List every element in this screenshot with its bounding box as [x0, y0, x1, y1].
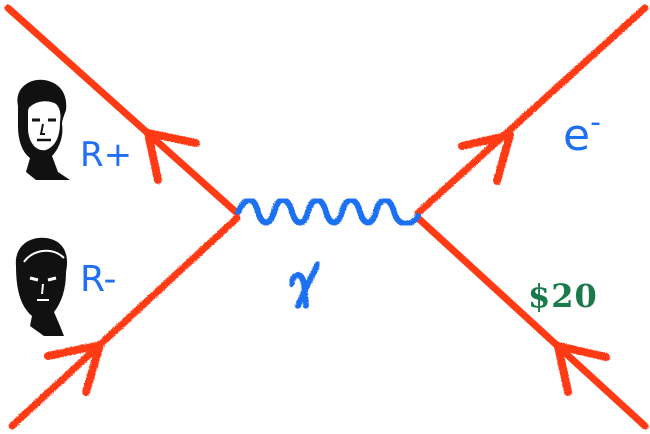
man-portrait-icon: [15, 237, 68, 336]
arrow-up-right-icon: [44, 341, 104, 396]
bottom-right-fermion-line: [414, 214, 649, 430]
label-electron-charge: -: [590, 105, 601, 140]
top-left-fermion-line: [4, 4, 241, 217]
arrow-up-right-icon: [458, 131, 514, 185]
top-right-fermion-line: [414, 4, 649, 217]
arrow-up-left-icon: [554, 342, 610, 396]
bottom-left-fermion-line: [8, 214, 241, 430]
label-r-minus: R-: [80, 259, 117, 300]
label-r-plus: R+: [80, 135, 133, 175]
gamma-symbol: [288, 261, 321, 309]
label-electron: e-: [563, 108, 601, 158]
arrow-up-left-icon: [144, 129, 200, 184]
label-twenty-dollars: $20: [528, 277, 598, 315]
label-electron-base: e: [563, 110, 591, 161]
man-portrait-icon: [17, 79, 71, 180]
photon-wavy-line: [235, 197, 421, 227]
